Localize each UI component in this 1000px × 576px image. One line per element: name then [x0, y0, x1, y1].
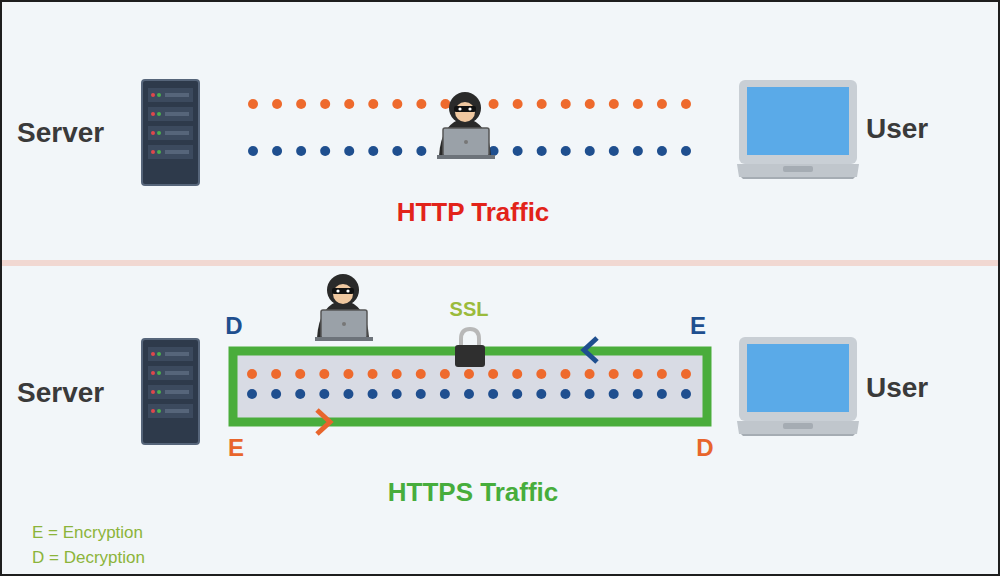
step-letter: E [228, 435, 244, 461]
data-dot [657, 146, 667, 156]
data-dot [536, 389, 546, 399]
data-dot [537, 146, 547, 156]
data-dot [561, 99, 571, 109]
data-dot [248, 99, 258, 109]
data-dot [657, 369, 667, 379]
legend-note: E = Encryption [32, 524, 143, 543]
data-dot [343, 389, 353, 399]
data-dot [248, 146, 258, 156]
data-dot [512, 369, 522, 379]
data-dot [513, 146, 523, 156]
data-dot [609, 369, 619, 379]
data-dot [319, 369, 329, 379]
step-letter: E [690, 313, 706, 339]
data-dot [343, 369, 353, 379]
data-dot [295, 369, 305, 379]
data-dot [368, 369, 378, 379]
data-dot [392, 369, 402, 379]
data-dot [440, 369, 450, 379]
data-dot [272, 99, 282, 109]
data-dot [585, 146, 595, 156]
data-dot [368, 389, 378, 399]
data-dot [681, 389, 691, 399]
data-dot [585, 389, 595, 399]
data-dot [368, 146, 378, 156]
data-dot [681, 146, 691, 156]
data-dot [296, 99, 306, 109]
data-dot [416, 146, 426, 156]
data-dot [657, 99, 667, 109]
data-dot [489, 99, 499, 109]
data-dot [247, 389, 257, 399]
data-dot [513, 99, 523, 109]
data-dot [271, 369, 281, 379]
data-dot [440, 99, 450, 109]
data-dot [537, 99, 547, 109]
data-dot [344, 99, 354, 109]
data-dot [633, 389, 643, 399]
protocol-label: SSL [450, 298, 489, 320]
data-dot [392, 389, 402, 399]
data-dot [320, 99, 330, 109]
section-title: HTTPS Traffic [388, 478, 558, 507]
data-dot [488, 369, 498, 379]
data-dot [512, 389, 522, 399]
data-dot [633, 146, 643, 156]
data-dot [633, 99, 643, 109]
data-dot [296, 146, 306, 156]
step-letter: D [225, 313, 242, 339]
data-dot [560, 389, 570, 399]
data-dot [609, 146, 619, 156]
data-dot [488, 389, 498, 399]
data-dot [272, 146, 282, 156]
data-dot [319, 389, 329, 399]
data-dot [368, 99, 378, 109]
data-dot [633, 369, 643, 379]
data-dot [464, 369, 474, 379]
data-dot [416, 99, 426, 109]
device-label: Server [17, 378, 104, 409]
data-dot [585, 99, 595, 109]
data-dot [416, 369, 426, 379]
data-dot [609, 389, 619, 399]
data-dot [247, 369, 257, 379]
data-dot [536, 369, 546, 379]
data-dot [561, 146, 571, 156]
data-dot [609, 99, 619, 109]
data-dot [392, 99, 402, 109]
data-dot [392, 146, 402, 156]
data-dot [681, 369, 691, 379]
data-dot [320, 146, 330, 156]
data-dot [271, 389, 281, 399]
data-dot [344, 146, 354, 156]
device-label: Server [17, 118, 104, 149]
device-label: User [866, 114, 928, 145]
data-dot [681, 99, 691, 109]
step-letter: D [696, 435, 713, 461]
data-dot [416, 389, 426, 399]
data-dot [560, 369, 570, 379]
data-dot [585, 369, 595, 379]
device-label: User [866, 373, 928, 404]
legend-note: D = Decryption [32, 549, 145, 568]
data-dot [657, 389, 667, 399]
section-title: HTTP Traffic [397, 198, 550, 227]
data-dot [440, 389, 450, 399]
data-dot [464, 389, 474, 399]
data-dot [295, 389, 305, 399]
